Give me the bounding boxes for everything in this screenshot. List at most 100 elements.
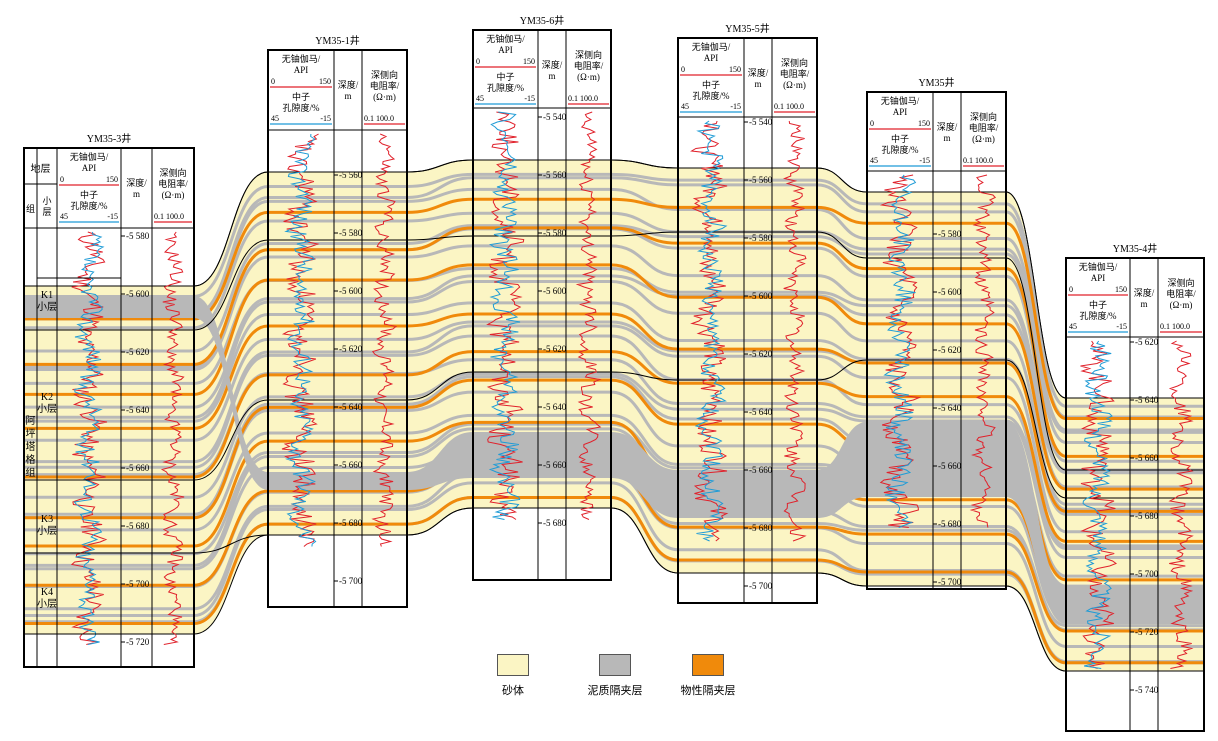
depth-label: -5 540 [749, 117, 773, 127]
depth-label: -5 700 [339, 576, 363, 586]
well-header-bg [867, 92, 1006, 171]
depth-label: -5 580 [938, 229, 962, 239]
depth-label: -5 700 [126, 579, 150, 589]
well-frame [1065, 257, 1205, 732]
gr-unit: API [294, 65, 309, 75]
neutron-unit: 孔隙度/% [693, 90, 731, 101]
depth-label: -5 560 [543, 170, 567, 180]
neutron-curve [1082, 340, 1113, 669]
neutron-unit: 孔隙度/% [283, 102, 321, 113]
mud-band [611, 432, 678, 518]
well-frame [472, 29, 612, 581]
legend-label: 物性隔夹层 [680, 684, 736, 697]
depth-label: -5 700 [1135, 569, 1159, 579]
depth-label: -5 620 [339, 344, 363, 354]
sublayer-label: 小层 [37, 301, 57, 313]
res-scale: 0.1 100.0 [963, 156, 993, 165]
neutron-title: 中子 [80, 189, 98, 200]
well-frame [677, 37, 818, 604]
neutron-curve [488, 111, 521, 520]
sublayer-name: K4 [41, 587, 53, 598]
neutron-scale-right: -15 [730, 102, 741, 111]
neutron-scale-left: 45 [60, 212, 68, 221]
res-title1: 深侧向 [1167, 277, 1194, 288]
depth-label: -5 620 [1135, 337, 1159, 347]
sand-swatch [497, 654, 529, 676]
sublayer-label: 小层 [37, 525, 57, 537]
neutron-unit: 孔隙度/% [487, 82, 525, 93]
res-unit: (Ω·m) [162, 190, 185, 200]
depth-label: -5 620 [938, 345, 962, 355]
res-title1: 深侧向 [575, 49, 602, 60]
gr-curve [70, 231, 108, 645]
res-title2: 电阻率/ [158, 178, 188, 189]
neutron-title: 中子 [891, 133, 909, 144]
mud-interlayer [24, 172, 1204, 408]
res-scale: 0.1 100.0 [364, 114, 394, 123]
gr-unit: API [704, 53, 719, 63]
depth-label: -5 600 [543, 286, 567, 296]
sublayer-name: K1 [41, 290, 53, 301]
depth-label: -5 720 [1135, 627, 1159, 637]
legend-label: 砂体 [502, 684, 524, 697]
gr-scale-max: 150 [523, 57, 535, 66]
depth-label: -5 660 [126, 463, 150, 473]
depth-label: -5 640 [749, 407, 773, 417]
gr-curve [690, 120, 729, 542]
mud-interlayer [24, 334, 1204, 548]
neutron-title: 中子 [496, 71, 514, 82]
well-header-bg [678, 38, 817, 117]
neutron-curve [73, 231, 105, 645]
depth-label: -5 740 [1135, 685, 1159, 695]
depth-title: 深度/ [338, 79, 359, 90]
depth-label: -5 640 [339, 402, 363, 412]
depth-label: -5 600 [749, 291, 773, 301]
gr-scale-max: 150 [106, 175, 118, 184]
mud-band [194, 296, 268, 490]
mud-band [1006, 422, 1066, 624]
depth-title: 深度/ [937, 121, 958, 132]
sublayer-boundary [24, 507, 1204, 672]
gr-scale-min: 0 [476, 57, 480, 66]
resistivity-curve [969, 174, 997, 528]
sublayer-label: 小层 [37, 598, 57, 610]
phys-interlayer [24, 197, 1204, 421]
sublayer-label: 小层 [37, 403, 57, 415]
res-title2: 电阻率/ [370, 80, 400, 91]
phys-swatch [692, 654, 724, 676]
depth-label: -5 660 [339, 460, 363, 470]
gr-title: 无铀伽马/ [70, 151, 109, 162]
depth-label: -5 640 [543, 402, 567, 412]
formation-char: 坪 [26, 427, 36, 440]
mud-interlayer [24, 274, 1204, 489]
depth-label: -5 720 [126, 637, 150, 647]
depth-label: -5 660 [938, 461, 962, 471]
depth-title: 深度/ [748, 67, 769, 78]
well-name: YM35-4井 [1113, 242, 1157, 255]
neutron-unit: 孔隙度/% [882, 144, 920, 155]
depth-label: -5 680 [1135, 511, 1159, 521]
neutron-title: 中子 [702, 79, 720, 90]
depth-label: -5 700 [938, 577, 962, 587]
resistivity-curve [160, 231, 185, 645]
phys-interlayer [24, 226, 1204, 458]
legend-item-sand: 砂体 [493, 654, 533, 698]
neutron-title: 中子 [292, 91, 310, 102]
depth-title: 深度/ [126, 177, 147, 188]
mud-band [407, 432, 473, 490]
gr-scale-max: 150 [1115, 285, 1127, 294]
sublayer-title: 小 [42, 196, 51, 206]
neutron-scale-right: -15 [524, 94, 535, 103]
resistivity-curve [782, 120, 807, 542]
phys-interlayer [24, 263, 1204, 491]
sublayer-name: K3 [41, 514, 53, 525]
res-title2: 电阻率/ [574, 60, 604, 71]
formation-char: 格 [26, 453, 36, 466]
gr-title: 无铀伽马/ [282, 53, 321, 64]
depth-label: -5 560 [339, 170, 363, 180]
depth-label: -5 580 [126, 231, 150, 241]
well-name: YM35-6井 [520, 14, 564, 27]
